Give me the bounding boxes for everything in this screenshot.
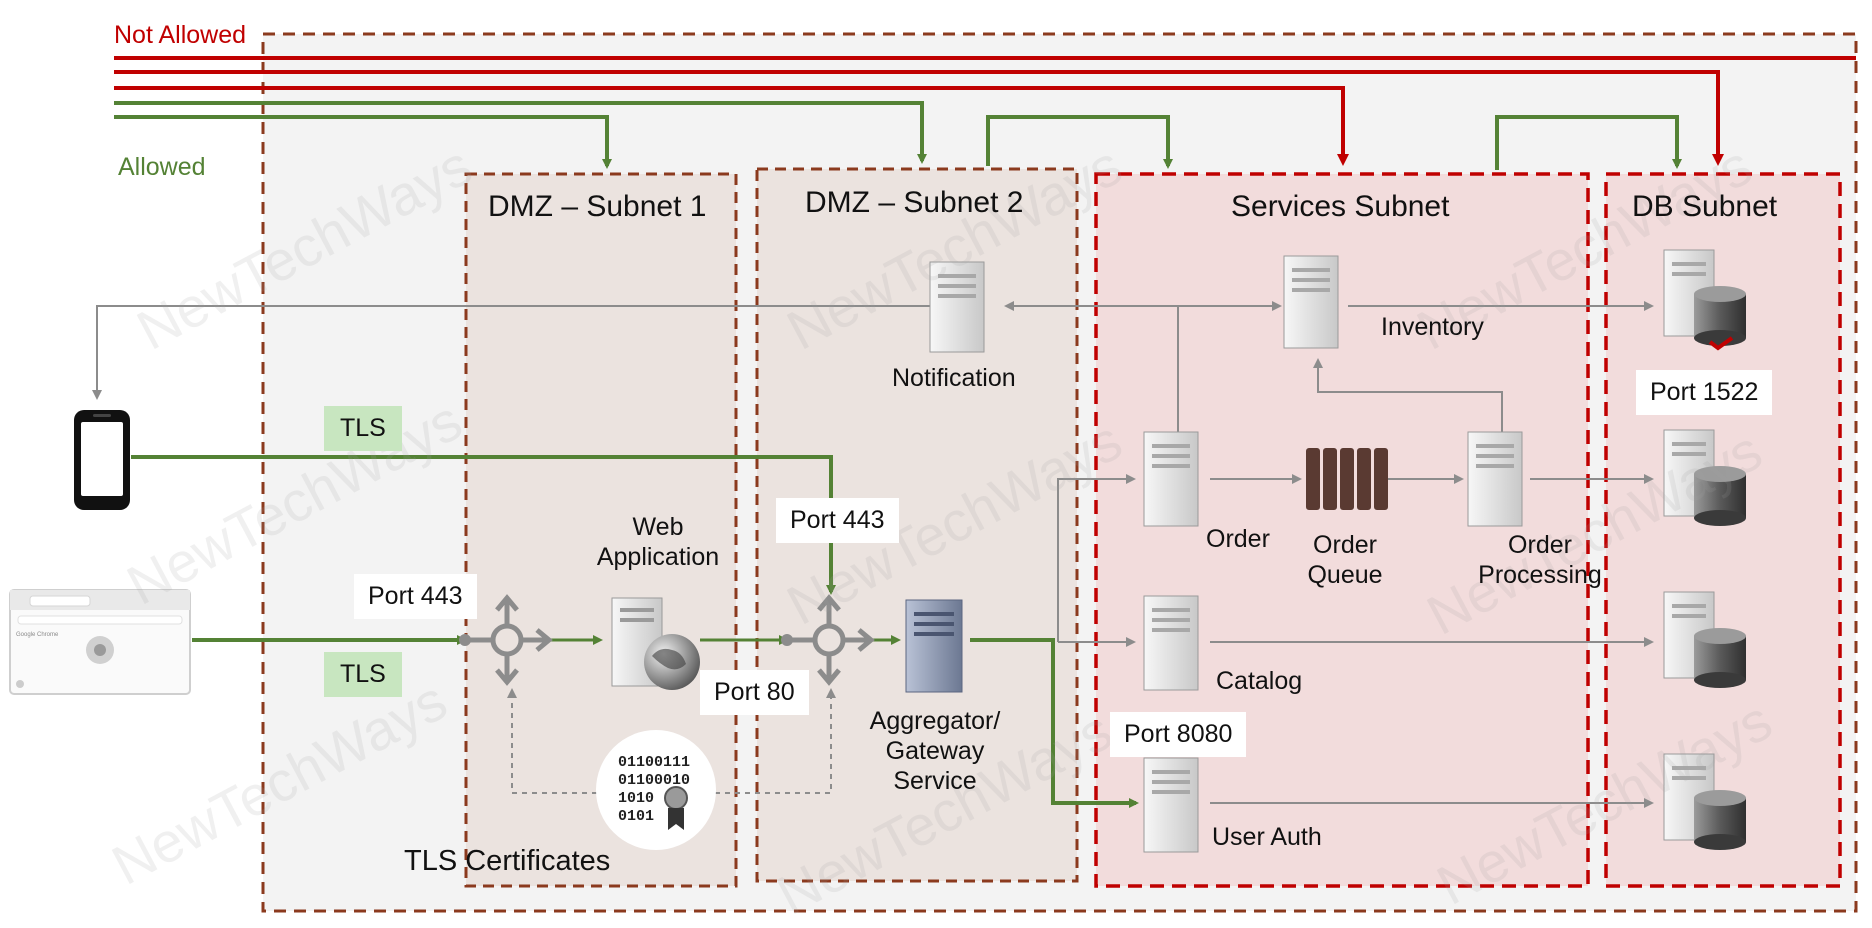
aggregator-gateway-label: Aggregator/ Gateway Service [869, 707, 1001, 795]
port-443-mobile-label: Port 443 [776, 498, 899, 543]
notification-server-icon [929, 261, 985, 353]
order-processing-server-icon [1467, 431, 1523, 527]
certificate-binary-line: 1010 [618, 790, 654, 807]
gateway-to-userauth-line [970, 638, 1139, 808]
certificates-dashed-line-2 [715, 688, 836, 794]
order-to-inventory-line [1177, 301, 1282, 432]
catalog-server-icon [1143, 595, 1199, 691]
lb2-routing-icon [781, 594, 875, 686]
user-auth-server-icon [1143, 757, 1199, 853]
gateway-to-order-line [1057, 474, 1136, 642]
port-80-label: Port 80 [700, 670, 809, 715]
catalog-label: Catalog [1216, 667, 1303, 695]
inventory-server-icon [1283, 255, 1339, 349]
notification-to-mobile-line [92, 305, 930, 400]
allowed-legend-label: Allowed [118, 153, 206, 181]
dmz-subnet-2-title: DMZ – Subnet 2 [805, 186, 1024, 219]
database-server-icon [1663, 429, 1746, 526]
services-to-db-allowed-line [1495, 115, 1682, 170]
not-allowed-to-services-line [114, 86, 1349, 166]
certificates-dashed-line [507, 688, 597, 794]
database-server-icon [1663, 591, 1746, 688]
web-application-label: Web Application [596, 513, 720, 571]
port-1522-label: Port 1522 [1636, 370, 1773, 415]
browser-brand-text: Google Chrome [16, 632, 59, 638]
port-443-browser-label: Port 443 [354, 574, 477, 619]
inventory-label: Inventory [1381, 313, 1484, 341]
order-processing-label: Order Processing [1478, 531, 1602, 589]
order-queue-label: Order Queue [1307, 531, 1383, 589]
dmz2-to-services-allowed-line [986, 115, 1173, 169]
allowed-to-dmz2-line [114, 101, 927, 164]
certificate-binary-line: 01100111 [618, 754, 690, 771]
dmz-subnet-1-title: DMZ – Subnet 1 [488, 190, 707, 223]
certificate-binary-line: 01100010 [618, 772, 690, 789]
certificate-icon: 01100111 01100010 1010 0101 [596, 730, 716, 850]
db-subnet-zone [1604, 172, 1842, 888]
processing-to-inventory-line [1313, 358, 1503, 432]
db-subnet-title: DB Subnet [1632, 190, 1778, 223]
order-queue-icon [1306, 448, 1388, 510]
mobile-to-lb2-line [131, 455, 836, 595]
not-allowed-legend-label: Not Allowed [114, 21, 247, 49]
tls-certificates-label: TLS Certificates [404, 845, 611, 877]
aggregator-gateway-server-icon [905, 599, 963, 693]
lb1-routing-icon [459, 594, 553, 686]
certificate-binary-line: 0101 [618, 808, 654, 825]
tls-tag: TLS [324, 652, 402, 697]
notification-label: Notification [892, 364, 1016, 392]
port-8080-label: Port 8080 [1110, 712, 1247, 757]
web-application-server-icon [611, 597, 700, 690]
not-allowed-to-db-line [114, 70, 1724, 166]
order-label: Order [1206, 525, 1270, 553]
tls-tag: TLS [324, 406, 402, 451]
services-subnet-title: Services Subnet [1231, 190, 1450, 223]
user-auth-label: User Auth [1212, 823, 1322, 851]
database-server-icon [1663, 753, 1746, 850]
mobile-phone-icon [74, 410, 130, 510]
browser-window-icon: Google Chrome [9, 589, 191, 695]
allowed-to-dmz1-line [114, 115, 612, 169]
order-server-icon [1143, 431, 1199, 527]
database-server-icon [1663, 249, 1746, 351]
